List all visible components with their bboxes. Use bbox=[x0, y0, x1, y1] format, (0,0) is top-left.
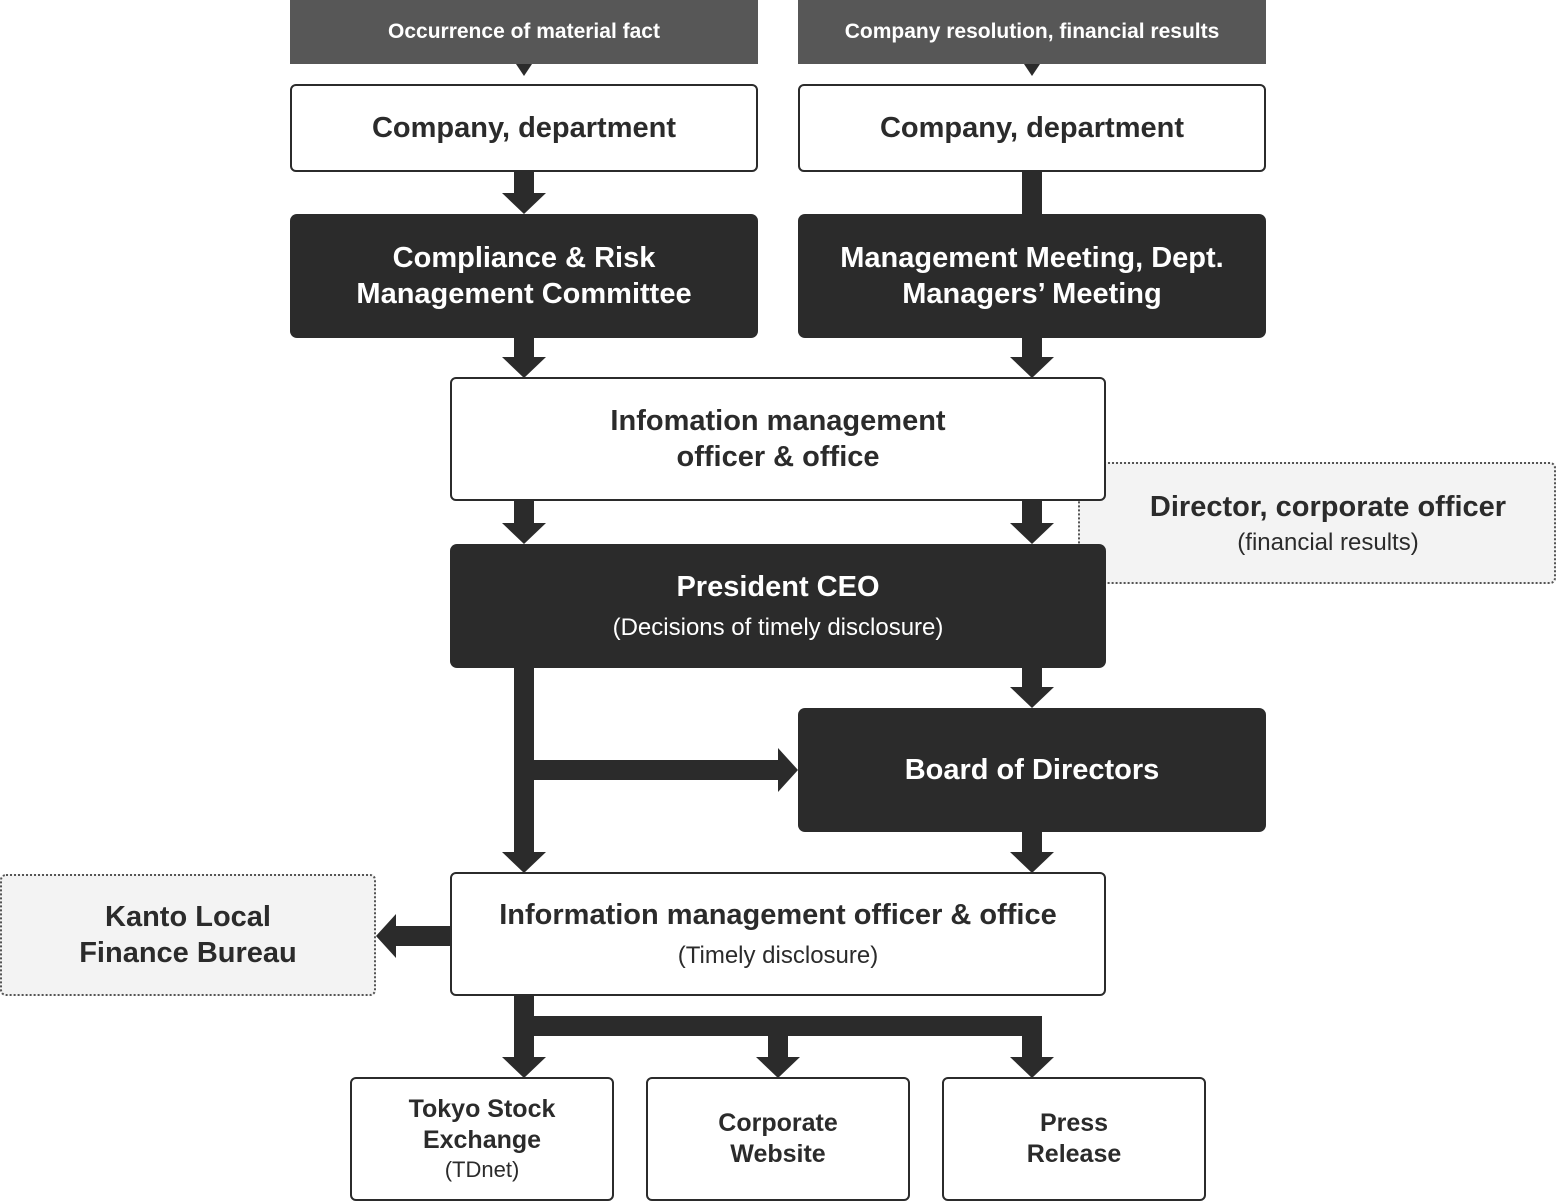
arrow-president-trunk-shaft bbox=[514, 667, 534, 852]
arrow-info-left-shaft bbox=[514, 500, 534, 523]
arrow-branch-board-head bbox=[778, 748, 798, 792]
info-officer-box: Infomation management officer & office bbox=[450, 377, 1106, 501]
president-ceo-box: President CEO (Decisions of timely discl… bbox=[450, 544, 1106, 668]
arrow-press-shaft bbox=[1022, 1036, 1042, 1057]
press-line1: Press bbox=[1039, 1109, 1109, 1137]
dist-bar bbox=[534, 1016, 1042, 1036]
management-meeting-line1: Management Meeting, Dept. bbox=[840, 242, 1224, 274]
tokyo-stock-exchange-box: Tokyo Stock Exchange (TDnet) bbox=[350, 1077, 614, 1201]
director-officer-sub: (financial results) bbox=[1237, 529, 1419, 556]
compliance-committee-box: Compliance & Risk Management Committee bbox=[290, 214, 758, 338]
arrow-info-left-head bbox=[502, 523, 546, 544]
kanto-bureau-line2: Finance Bureau bbox=[79, 937, 297, 969]
arrow-left-dept-head bbox=[502, 193, 546, 214]
arrow-kanto-shaft bbox=[396, 926, 451, 946]
info-officer-disclosure-sub: (Timely disclosure) bbox=[677, 942, 879, 969]
arrow-mgmt-shaft bbox=[1022, 337, 1042, 357]
header-material-fact-label: Occurrence of material fact bbox=[388, 20, 660, 43]
arrow-info-right-head bbox=[1010, 523, 1054, 544]
header-right-pointer bbox=[1024, 64, 1040, 76]
arrow-info-right-shaft bbox=[1022, 500, 1042, 523]
left-department-box: Company, department bbox=[290, 84, 758, 172]
arrow-press-head bbox=[1010, 1057, 1054, 1078]
arrow-tse-head bbox=[502, 1057, 546, 1078]
right-department-box: Company, department bbox=[798, 84, 1266, 172]
info-officer-line1: Infomation management bbox=[610, 405, 946, 437]
arrow-board-info-shaft bbox=[1022, 831, 1042, 852]
right-department-label: Company, department bbox=[879, 112, 1184, 144]
arrow-website-shaft bbox=[768, 1036, 788, 1057]
header-material-fact: Occurrence of material fact bbox=[290, 0, 758, 64]
arrow-mgmt-head bbox=[1010, 357, 1054, 378]
arrow-website-head bbox=[756, 1057, 800, 1078]
left-department-label: Company, department bbox=[371, 112, 676, 144]
website-line1: Corporate bbox=[718, 1109, 838, 1137]
header-company-resolution-label: Company resolution, financial results bbox=[844, 20, 1220, 43]
kanto-bureau-line1: Kanto Local bbox=[105, 901, 271, 933]
arrow-compliance-shaft bbox=[514, 337, 534, 357]
info-officer-disclosure-title: Information management officer & office bbox=[499, 899, 1057, 931]
arrow-kanto-head bbox=[376, 914, 396, 958]
arrow-president-trunk-head bbox=[502, 852, 546, 873]
president-ceo-sub: (Decisions of timely disclosure) bbox=[612, 614, 944, 641]
tse-line2: Exchange bbox=[422, 1126, 542, 1154]
board-of-directors-box: Board of Directors bbox=[798, 708, 1266, 832]
info-officer-line2: officer & office bbox=[676, 441, 880, 473]
corporate-website-box: Corporate Website bbox=[646, 1077, 910, 1201]
press-release-box: Press Release bbox=[942, 1077, 1206, 1201]
board-of-directors-label: Board of Directors bbox=[904, 754, 1160, 786]
info-officer-disclosure-box: Information management officer & office … bbox=[450, 872, 1106, 996]
tse-sub: (TDnet) bbox=[444, 1157, 520, 1182]
arrow-board-info-head bbox=[1010, 852, 1054, 873]
header-company-resolution: Company resolution, financial results bbox=[798, 0, 1266, 64]
compliance-line2: Management Committee bbox=[356, 278, 692, 310]
management-meeting-line2: Managers’ Meeting bbox=[902, 278, 1162, 310]
website-line2: Website bbox=[730, 1140, 826, 1168]
kanto-bureau-box: Kanto Local Finance Bureau bbox=[0, 874, 376, 996]
header-left-pointer bbox=[516, 64, 532, 76]
director-officer-box: Director, corporate officer (financial r… bbox=[1078, 462, 1556, 584]
president-ceo-title: President CEO bbox=[676, 571, 880, 603]
tse-line1: Tokyo Stock bbox=[408, 1095, 556, 1123]
press-line2: Release bbox=[1026, 1140, 1122, 1168]
line-right-dept bbox=[1022, 171, 1042, 215]
arrow-president-board-head bbox=[1010, 687, 1054, 708]
director-officer-title: Director, corporate officer bbox=[1149, 491, 1507, 523]
management-meeting-box: Management Meeting, Dept. Managers’ Meet… bbox=[798, 214, 1266, 338]
arrow-compliance-head bbox=[502, 357, 546, 378]
arrow-branch-board-shaft bbox=[534, 760, 778, 780]
dist-trunk bbox=[514, 995, 534, 1057]
arrow-president-board-shaft bbox=[1022, 667, 1042, 687]
compliance-line1: Compliance & Risk bbox=[392, 242, 656, 274]
arrow-left-dept-shaft bbox=[514, 171, 534, 193]
